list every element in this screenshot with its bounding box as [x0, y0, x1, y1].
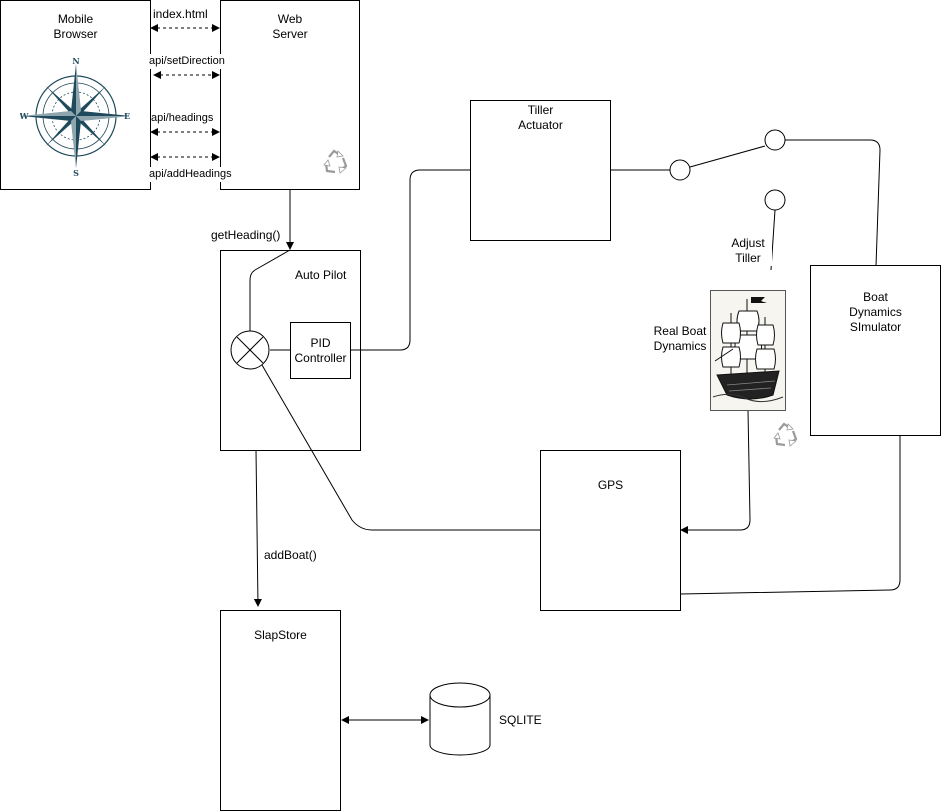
- gps-node: GPS: [540, 450, 681, 611]
- headings-label: api/headings: [151, 111, 214, 126]
- pid-controller-label: PID Controller: [294, 336, 347, 365]
- summing-junction-icon: [230, 330, 270, 370]
- svg-text:W: W: [20, 111, 30, 121]
- switch-input-terminal: [669, 159, 691, 181]
- add-boat-label: addBoat(): [264, 548, 317, 563]
- get-heading-label: getHeading(): [211, 228, 281, 243]
- recycle-icon: [773, 422, 798, 447]
- heading-input-wire: [249, 249, 291, 331]
- recycle-icon: [323, 149, 348, 174]
- tiller-actuator-node: Tiller Actuator: [470, 100, 611, 241]
- web-server-node: Web Server: [220, 0, 360, 190]
- boat-dynamics-simulator-node: Boat Dynamics SImulator: [810, 265, 941, 436]
- switch-sim-terminal: [764, 129, 786, 151]
- svg-text:S: S: [73, 168, 79, 176]
- mobile-browser-label: Mobile Browser: [53, 12, 98, 41]
- svg-text:N: N: [72, 56, 79, 66]
- web-server-label: Web Server: [272, 12, 308, 41]
- simulator-to-gps-wire: [680, 435, 901, 595]
- ship-image-frame: [710, 290, 786, 411]
- tiller-actuator-label: Tiller Actuator: [518, 103, 563, 132]
- real-boat-dynamics-label: Real Boat Dynamics: [650, 324, 710, 354]
- svg-text:E: E: [124, 111, 130, 121]
- slapstore-node: SlapStore: [220, 610, 341, 811]
- gps-to-junction-wire: [261, 364, 540, 531]
- gps-label: GPS: [597, 478, 624, 492]
- pid-controller-node: PID Controller: [290, 322, 351, 379]
- real-boat-to-gps-wire: [680, 409, 751, 534]
- pid-to-tiller-wire: [350, 169, 470, 351]
- sqlite-cylinder: [429, 682, 491, 756]
- auto-pilot-label: Auto Pilot: [295, 268, 347, 282]
- index-html-label: index.html: [153, 7, 208, 22]
- adjust-tiller-label: Adjust Tiller: [724, 236, 772, 266]
- sqlite-label: SQLITE: [499, 713, 542, 728]
- auto-pilot-node: Auto Pilot: [220, 250, 361, 451]
- set-direction-label: api/setDirection: [149, 54, 225, 69]
- compass-rose-icon: N S E W: [20, 56, 130, 176]
- sailing-ship-icon: [712, 297, 784, 403]
- switch-blade: [689, 145, 766, 168]
- add-boat-arrow: [253, 449, 262, 607]
- slapstore-label: SlapStore: [254, 628, 307, 642]
- boat-dynamics-simulator-label: Boat Dynamics SImulator: [849, 290, 902, 334]
- add-headings-label: api/addHeadings: [149, 167, 232, 182]
- switch-real-terminal: [764, 189, 786, 211]
- switch-to-simulator-wire: [785, 139, 881, 267]
